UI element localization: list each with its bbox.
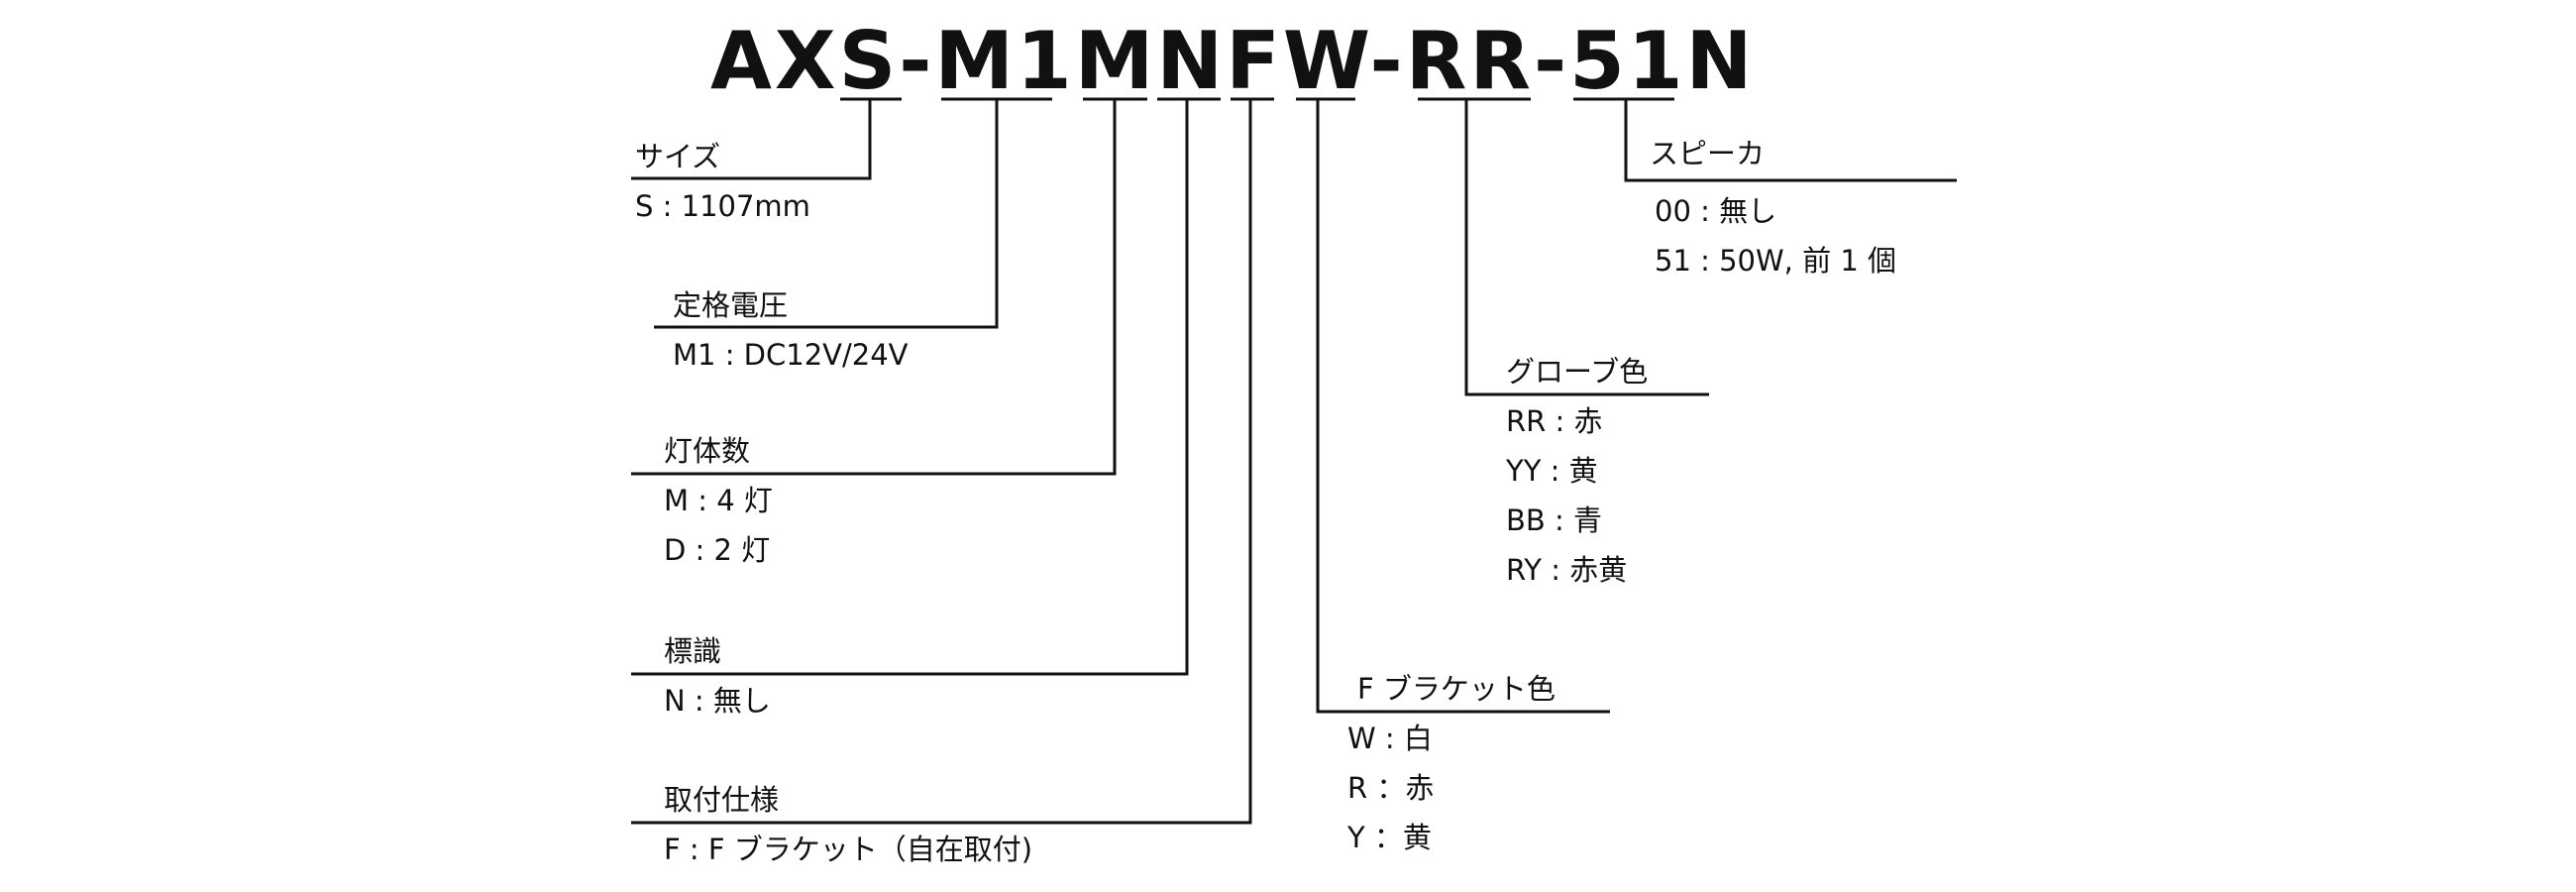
spec-heading: 灯体数 [664,434,751,468]
spec-option: R ：赤 [1347,771,1435,805]
leader-speaker [1624,99,1957,182]
spec-heading: グローブ色 [1506,355,1649,389]
spec-heading: 定格電圧 [673,288,789,322]
spec-heading: サイズ [635,140,721,173]
spec-option: RR : 赤 [1506,404,1603,438]
leader-lamp-count [631,99,1117,476]
leader-voltage [654,99,999,329]
spec-heading: スピーカ [1650,137,1766,170]
spec-option: D : 2 灯 [664,533,771,567]
model-code: AXS-M1MNFW-RR-51N [710,15,1756,107]
spec-option: F : F ブラケット（自在取付) [664,833,1033,866]
spec-lamp-count: 灯体数 M : 4 灯 D : 2 灯 [664,426,773,575]
spec-heading: F ブラケット色 [1357,672,1556,706]
spec-option: N : 無し [664,684,771,718]
leader-sign [631,99,1189,676]
spec-size: サイズ S : 1107mm [635,132,810,231]
spec-option: M1 : DC12V/24V [673,338,909,372]
leader-globe-color [1464,99,1709,396]
spec-mounting: 取付仕様 F : F ブラケット（自在取付) [664,775,1032,874]
spec-speaker: スピーカ 00 : 無し 51 : 50W, 前 1 個 [1650,129,1897,285]
spec-bracket-color: F ブラケット色 W : 白 R ：赤 Y ：黄 [1347,664,1556,862]
spec-sign: 標識 N : 無し [664,626,771,725]
leader-bracket-color [1316,99,1610,714]
leader-size [631,99,872,180]
spec-option: RY : 赤黄 [1506,553,1628,587]
spec-heading: 取付仕様 [664,783,780,817]
leader-mounting [631,99,1252,825]
spec-option: 00 : 無し [1655,194,1777,228]
spec-option: Y ：黄 [1347,821,1432,854]
spec-option: BB : 青 [1506,503,1602,537]
spec-globe-color: グローブ色 RR : 赤 YY : 黄 BB : 青 RY : 赤黄 [1506,347,1648,595]
spec-option: YY : 黄 [1506,454,1598,488]
spec-option: S : 1107mm [635,189,810,223]
spec-option: W : 白 [1347,722,1433,755]
spec-option: 51 : 50W, 前 1 個 [1655,244,1897,278]
spec-heading: 標識 [664,634,722,668]
spec-voltage: 定格電圧 M1 : DC12V/24V [673,280,909,380]
spec-option: M : 4 灯 [664,484,773,517]
